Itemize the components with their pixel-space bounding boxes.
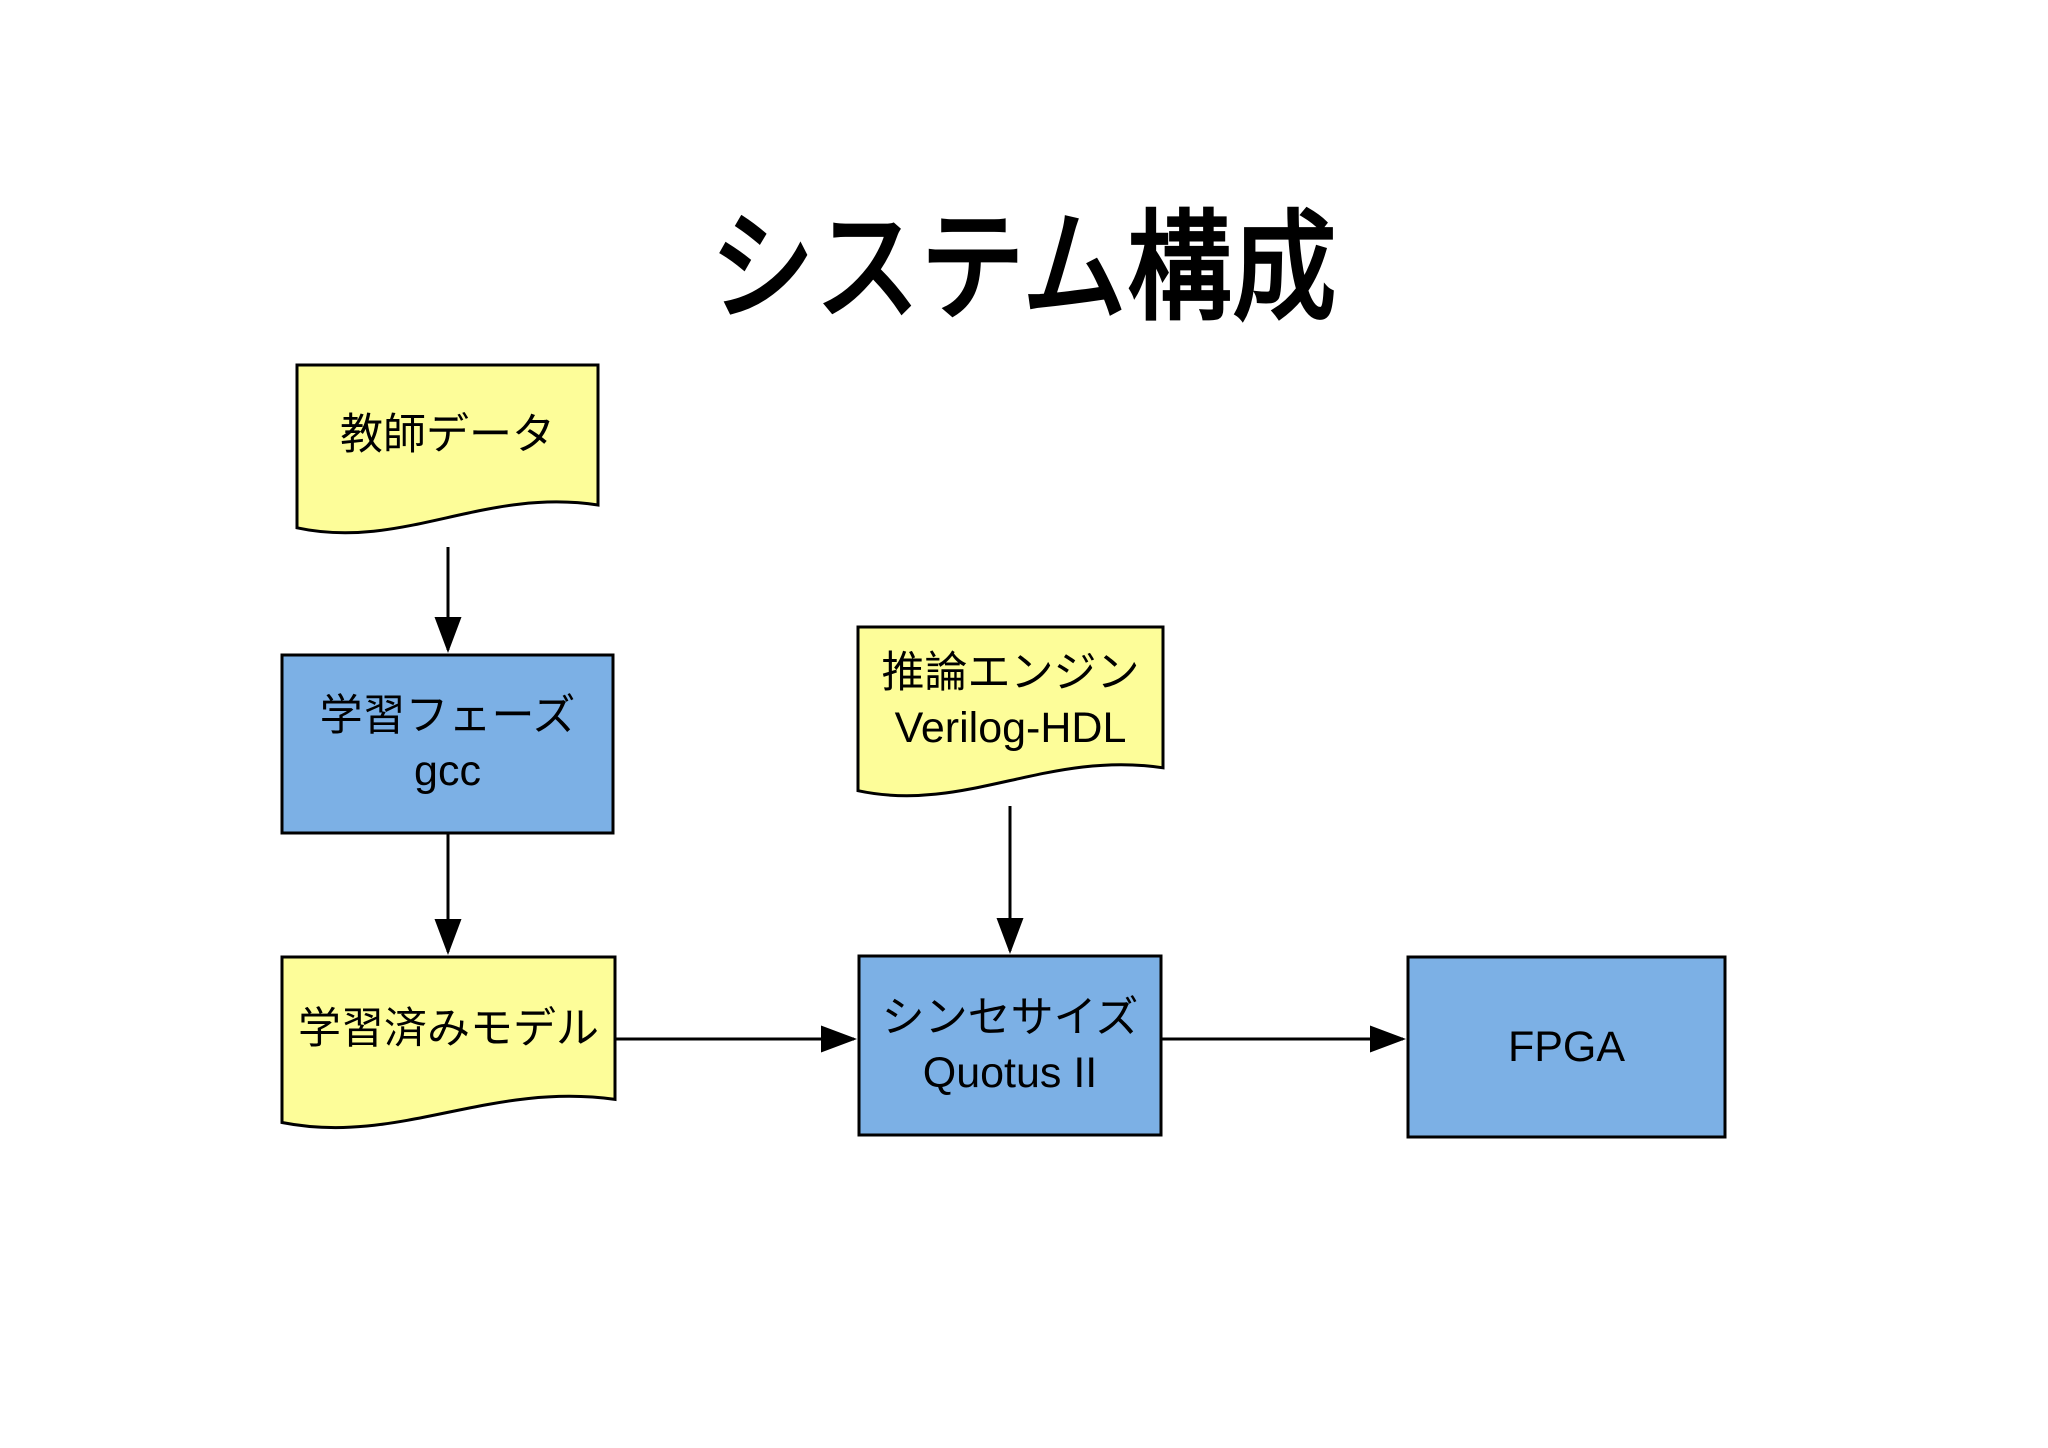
learning-phase-box-shape: [280, 653, 615, 835]
fpga-box-shape: [1406, 955, 1727, 1139]
inference-engine-document-shape: [856, 625, 1165, 798]
teacher-data-document-shape: [295, 363, 600, 535]
trained-model-document-shape: [280, 955, 617, 1130]
slide-title: システム構成: [710, 202, 1338, 336]
synthesize-box-shape: [857, 954, 1163, 1137]
